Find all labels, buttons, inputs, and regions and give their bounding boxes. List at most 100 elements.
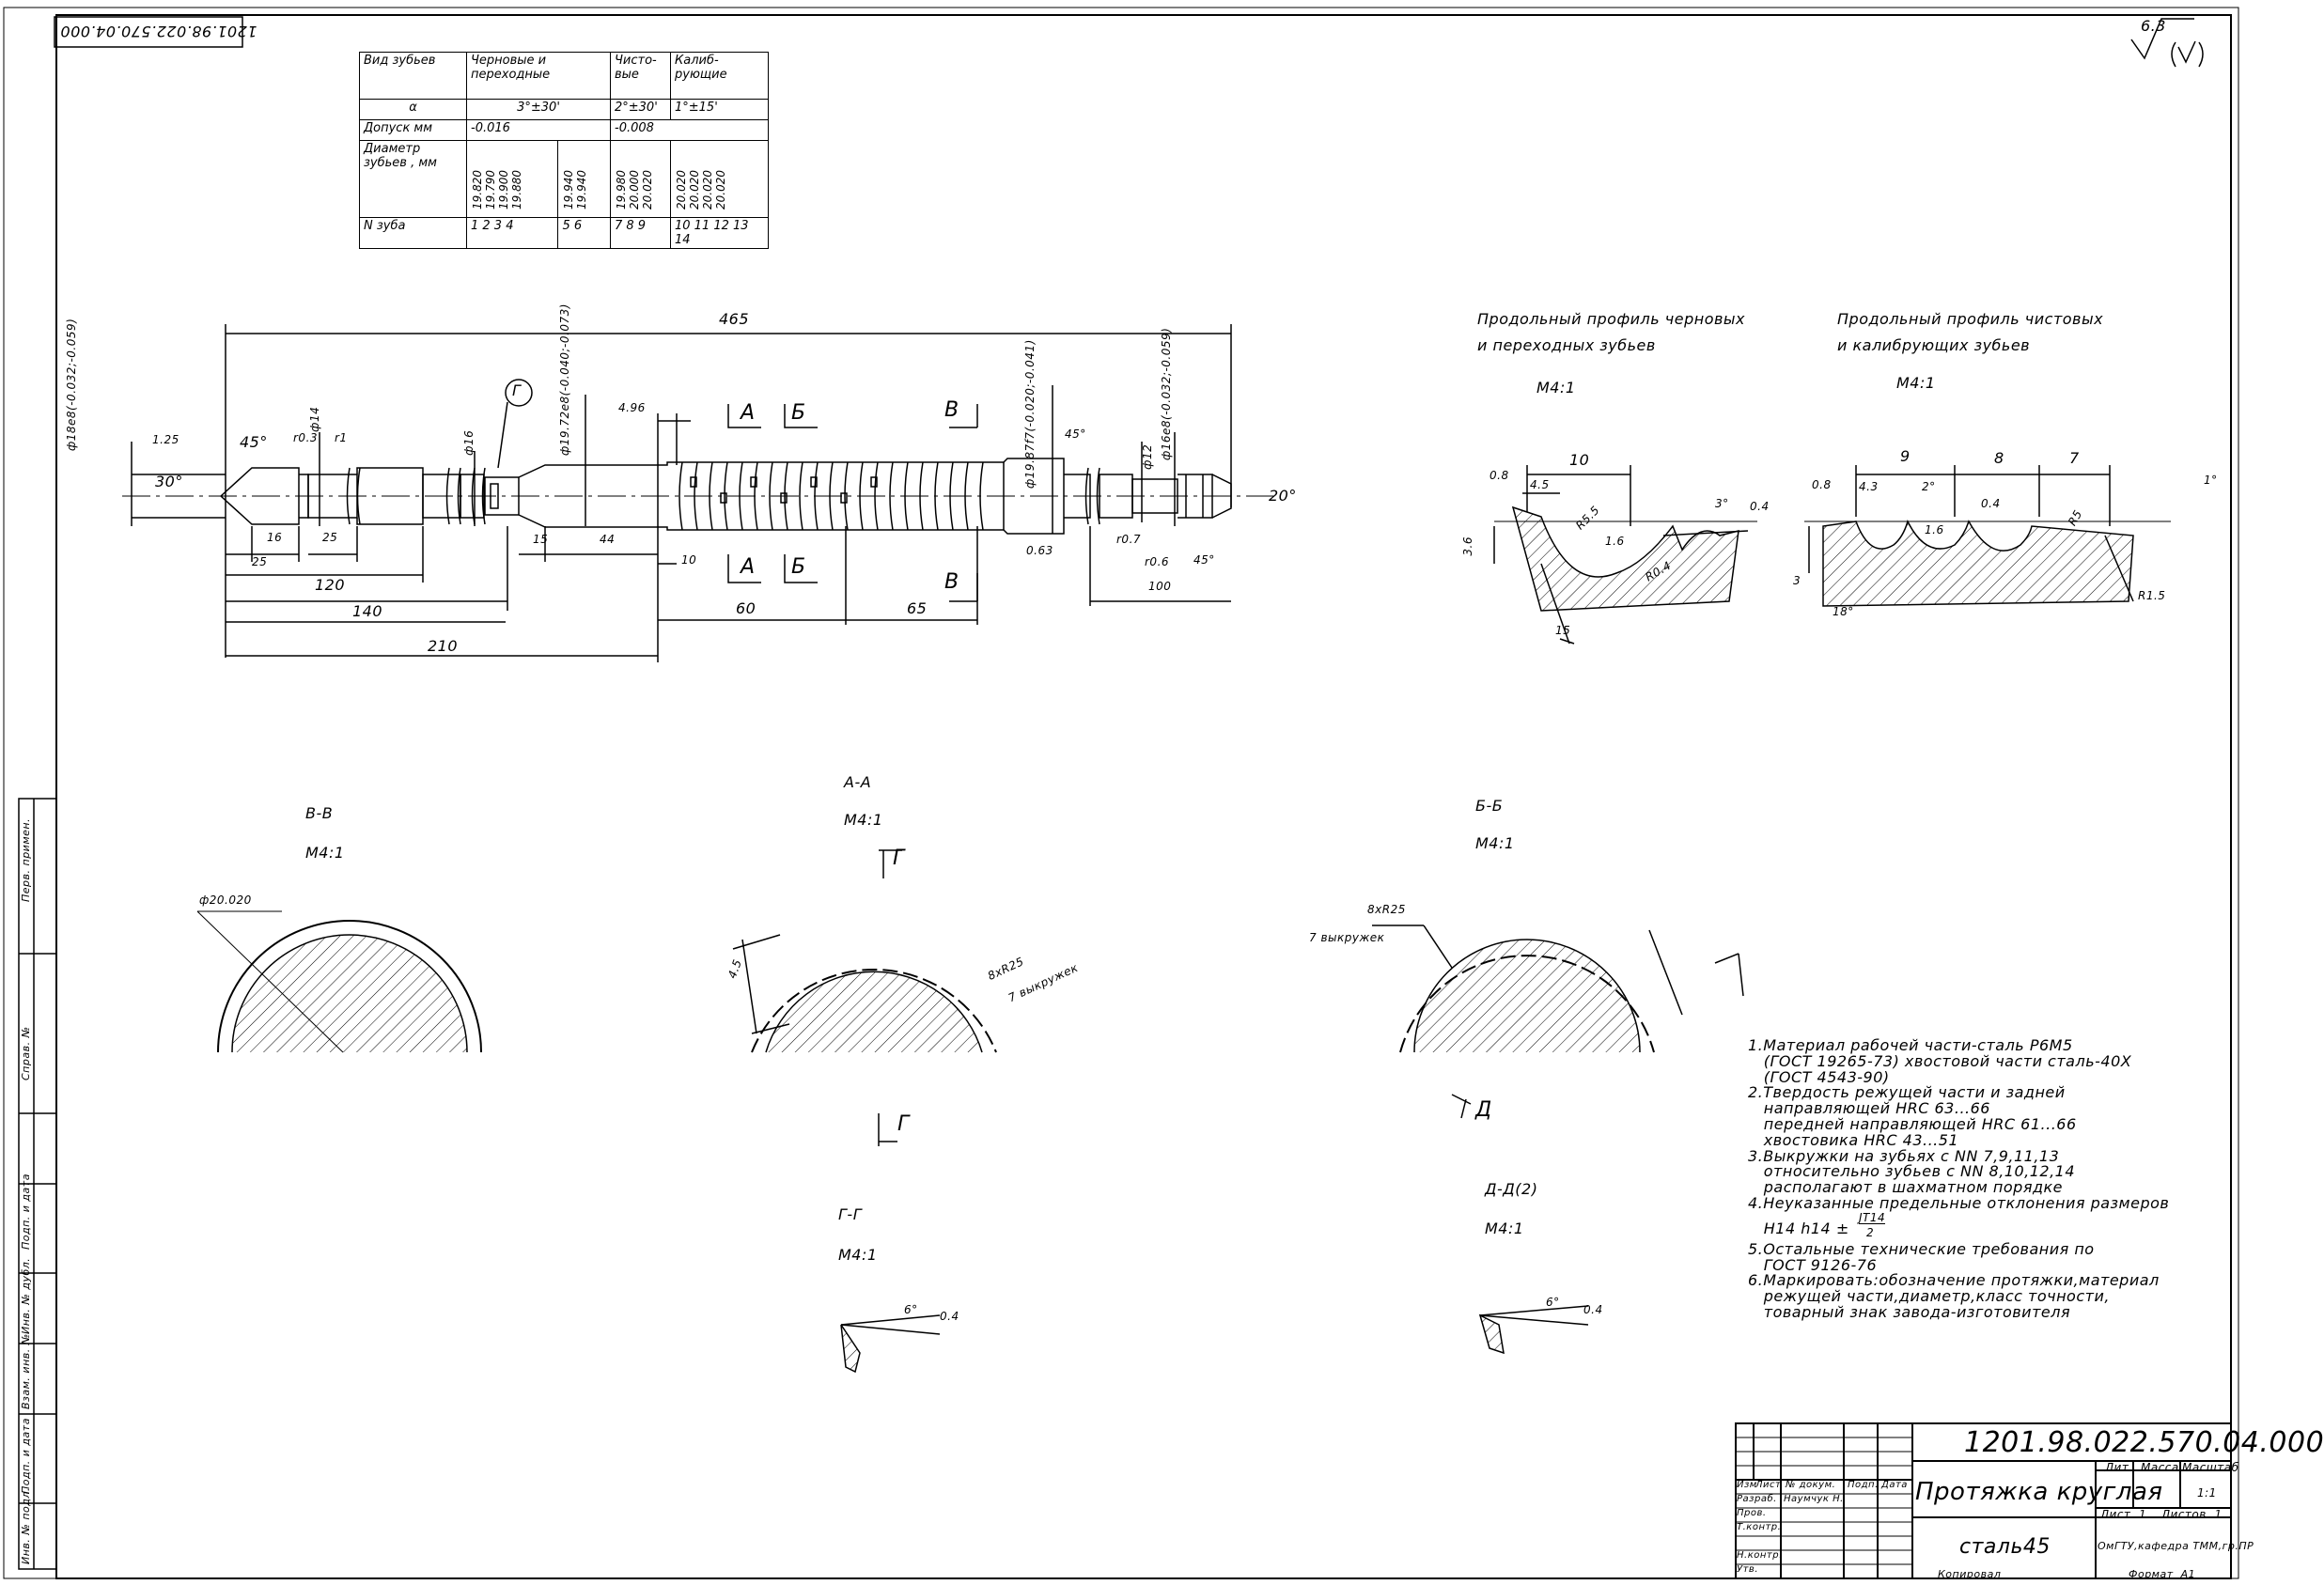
section-dd-d6: 6° [1546, 1296, 1560, 1309]
section-mark-a-top: А [741, 401, 756, 425]
note-line: хвостовика HRC 43...51 [1748, 1130, 1959, 1149]
dim-30deg: 30° [155, 473, 183, 490]
row-diameter: Диаметр зубьев , мм [359, 140, 467, 218]
row-tolerance: Допуск мм [359, 119, 467, 141]
section-dd-scale: М4:1 [1485, 1220, 1524, 1237]
section-mark-v-top: В [944, 398, 959, 422]
tb-nkontr: Н.контр. [1737, 1550, 1783, 1561]
pf-d8: 8 [1994, 449, 2004, 467]
section-bb-note1: 8хR25 [1367, 903, 1406, 916]
diam-calib-cell: 20.020 20.020 20.020 20.020 [670, 140, 769, 218]
col-finish: Чисто-вые [610, 52, 671, 100]
dim-120: 120 [315, 576, 346, 594]
note-line: (ГОСТ 19265-73) хвостовой части сталь-40… [1748, 1051, 2132, 1070]
tb-h-doc: № докум. [1786, 1480, 1836, 1490]
pf-d08: 0.8 [1812, 478, 1832, 491]
dim-20deg: 20° [1269, 487, 1297, 505]
tol-finish: -0.008 [610, 119, 769, 141]
note-line: направляющей HRC 63...66 [1748, 1099, 1990, 1118]
col-calib: Калиб-рующие [670, 52, 769, 100]
pr-d04: 0.4 [1750, 500, 1770, 513]
tb-h-list: Лист [1755, 1480, 1782, 1490]
tb-utv: Утв. [1737, 1564, 1758, 1575]
diam-finish-cell: 19.980 20.000 20.020 [610, 140, 671, 218]
dim-r07: r0.7 [1116, 533, 1142, 546]
drawing-canvas [3, 7, 2239, 1579]
section-mark-a-bottom: А [741, 555, 756, 579]
dim-r06: r0.6 [1145, 555, 1170, 568]
section-dd-d04: 0.4 [1583, 1303, 1603, 1316]
note-line: относительно зубьев с NN 8,10,12,14 [1748, 1162, 2076, 1181]
note-formula: H14 h14 ± JT14 2 [1748, 1212, 2169, 1242]
tol-rough: -0.016 [466, 119, 611, 141]
tb-sheets: Листов 1 [2161, 1508, 2223, 1521]
dim-60: 60 [736, 599, 756, 617]
tb-designation: 1201.98.022.570.04.000 [1964, 1426, 2324, 1459]
note-frac-num: JT14 [1859, 1210, 1886, 1225]
diam-trans: 19.940 19.940 [562, 170, 589, 210]
section-vv-diam: ф20.020 [199, 894, 252, 907]
tb-col-scale: Масштаб [2182, 1461, 2239, 1474]
dim-d14: ф14 [308, 406, 322, 432]
note-line: ГОСТ 9126-76 [1748, 1255, 1878, 1274]
dim-d12: ф12 [1141, 443, 1155, 470]
dim-15: 15 [533, 533, 549, 546]
broach-main-view [122, 324, 1278, 662]
section-bb-d-label: Д [1475, 1098, 1492, 1122]
dim-mid-diameter: ф19.72e8(-0.040;-0.073) [558, 303, 571, 456]
tb-tkontr: Т.контр. [1737, 1522, 1782, 1532]
row-tooth-number: N зуба [359, 217, 467, 249]
pr-d16: 1.6 [1605, 535, 1625, 548]
note-frac-den: 2 [1866, 1225, 1875, 1239]
section-dd-label: Д-Д(2) [1485, 1180, 1538, 1198]
dim-125: 1.25 [152, 433, 179, 446]
side-label-2: Справ. № [20, 1026, 32, 1080]
tb-h-sign: Подп. [1848, 1480, 1879, 1490]
pf-r15: R1.5 [2138, 589, 2166, 602]
diam-calib: 20.020 20.020 20.020 20.020 [675, 170, 727, 210]
side-label-5: Взам. инв. № [20, 1333, 32, 1409]
dim-063: 0.63 [1026, 544, 1053, 557]
note-line: 6.Маркировать:обозначение протяжки,матер… [1748, 1271, 2160, 1290]
note-line: 4.Неуказанные предельные отклонения разм… [1748, 1193, 2170, 1212]
diam-rough-cell: 19.820 19.790 19.900 19.880 [465, 140, 559, 218]
row-alpha: α [359, 99, 467, 120]
tb-col-lit: Лит. [2105, 1461, 2133, 1474]
col-kind: Вид зубьев [359, 52, 467, 100]
note-line: режущей части,диаметр,класс точности, [1748, 1287, 2110, 1306]
alpha-finish: 2°±30' [610, 99, 671, 120]
tb-org: ОмГТУ,кафедра ТММ,гр.ПР [2098, 1540, 2254, 1552]
pr-d15: 15 [1555, 624, 1571, 637]
note-line: 3.Выкружки на зубьях с NN 7,9,11,13 [1748, 1146, 2060, 1165]
dim-d16: ф16 [462, 429, 476, 456]
note-line: (ГОСТ 4543-90) [1748, 1067, 1890, 1086]
diam-finish: 19.980 20.000 20.020 [615, 170, 654, 210]
tb-name: Протяжка круглая [1915, 1478, 2163, 1506]
note-line: 1.Материал рабочей части-сталь Р6М5 [1748, 1036, 2073, 1054]
pr-d45: 4.5 [1530, 478, 1550, 491]
dim-left-diameter: ф18e8(-0.032;-0.059) [65, 318, 78, 451]
tb-h-izm: Изм [1737, 1480, 1757, 1490]
dim-right-diameter2: ф16e8(-0.032;-0.059) [1160, 327, 1173, 460]
pr-d08: 0.8 [1490, 469, 1509, 482]
num-rough: 1 2 3 4 [465, 217, 559, 249]
rotated-doc-code: 1201.98.022.570.04.000 [60, 22, 257, 40]
pf-d18: 18° [1833, 605, 1854, 618]
technical-notes: 1.Материал рабочей части-сталь Р6М5 (ГОС… [1748, 1036, 2170, 1321]
profile-rough-title1: Продольный профиль черновых [1477, 310, 1746, 328]
pr-d3: 3° [1715, 497, 1729, 510]
section-aa-label: А-А [844, 773, 872, 791]
tb-material: сталь45 [1959, 1535, 2051, 1559]
tb-sheet: Лист 1 [2100, 1508, 2147, 1521]
dim-total: 465 [719, 310, 750, 328]
tb-scale-val: 1:1 [2197, 1486, 2217, 1500]
side-label-3: Подп. и дата [20, 1173, 32, 1250]
dim-140: 140 [352, 602, 383, 620]
diam-trans-cell: 19.940 19.940 [557, 140, 611, 218]
pf-d9: 9 [1900, 447, 1911, 465]
section-mark-b-bottom: Б [791, 555, 806, 579]
profile-finish-title2: и калибрующих зубьев [1837, 336, 2031, 354]
teeth-table: Вид зубьев Черновые и переходные Чисто-в… [359, 52, 769, 249]
section-gg-label-mark: Г [897, 1112, 910, 1136]
profile-rough-title2: и переходных зубьев [1477, 336, 1656, 354]
